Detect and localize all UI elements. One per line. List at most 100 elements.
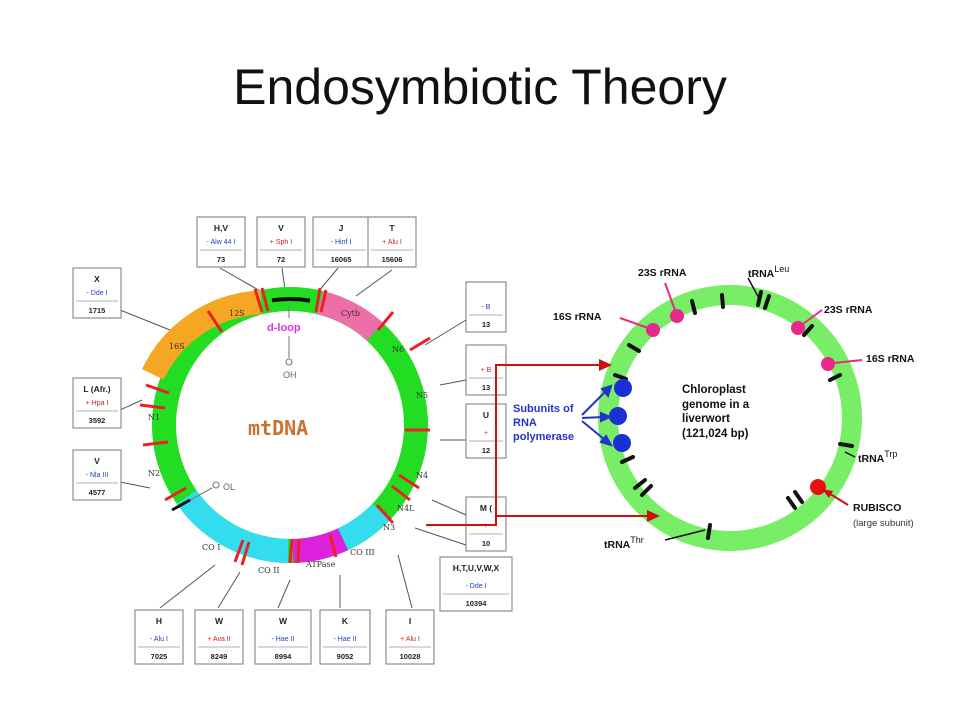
haplogroup-name: V <box>94 456 100 466</box>
slide-title: Endosymbiotic Theory <box>233 59 727 115</box>
ol-label: OL <box>223 482 235 492</box>
haplogroup-position: 73 <box>217 255 225 264</box>
trna-thr-leader <box>664 529 706 541</box>
haplogroup-box: H,V - Alw 44 I 73 <box>196 216 246 268</box>
haplogroup-name: H,V <box>214 223 229 233</box>
mtdna-cytb-segment <box>316 290 383 341</box>
haplogroup-enzyme: + <box>484 523 488 530</box>
polymerase-label: Subunits of RNA polymerase <box>513 403 574 443</box>
mtdna-seg-n4: N4 <box>416 471 428 480</box>
haplogroup-box: + B13 <box>465 344 507 396</box>
haplogroup-box-frame <box>439 556 513 612</box>
ol-leader <box>189 487 213 501</box>
haplogroup-name: W <box>215 616 224 626</box>
svg-text:(121,024 bp): (121,024 bp) <box>682 428 749 440</box>
svg-text:RNA: RNA <box>513 417 537 429</box>
haplogroup-position: 8249 <box>211 652 228 661</box>
rubisco-dot <box>810 479 826 495</box>
mtdna-seg-n1: N1 <box>148 413 160 422</box>
haplogroup-enzyme: + Hpa I <box>86 400 109 407</box>
haplogroup-name: H <box>156 616 162 626</box>
haplogroup-name: T <box>389 223 395 233</box>
haplogroup-name: L (Afr.) <box>83 384 110 394</box>
haplogroup-enzyme: + Alu I <box>382 239 402 246</box>
chloroplast-center-label: Chloroplast genome in a liverwort (121,0… <box>682 384 750 440</box>
haplogroup-box-frame <box>72 377 122 429</box>
mtdna-leader-lines <box>119 267 467 609</box>
mtdna-seg-cytb: Cytb <box>341 309 360 318</box>
haplogroup-position: 10394 <box>466 599 488 608</box>
haplogroup-box-frame <box>194 609 244 665</box>
chloroplast-gene-ticks <box>613 290 854 540</box>
haplogroup-enzyme: - Alw 44 I <box>207 239 236 246</box>
mtdna-seg-n5: N5 <box>416 391 428 400</box>
haplogroup-enzyme: - Hae II <box>334 636 357 643</box>
rubisco-sub-label: (large subunit) <box>853 518 914 529</box>
haplogroup-name: K <box>342 616 349 626</box>
haplogroup-enzyme: - Hinf I <box>331 239 352 246</box>
haplogroup-name: I <box>409 616 411 626</box>
haplogroup-enzyme: - Hae II <box>272 636 295 643</box>
svg-text:Subunits of: Subunits of <box>513 403 574 415</box>
haplogroup-name: J <box>339 223 344 233</box>
haplogroup-box-frame <box>72 267 122 319</box>
haplogroup-position: 3592 <box>89 416 106 425</box>
haplogroup-enzyme: + B <box>481 367 492 374</box>
mtdna-seg-16s: 16S <box>169 342 185 351</box>
trna-leu-label: tRNALeu <box>748 264 789 280</box>
rrna16-left-label: 16S rRNA <box>553 311 602 323</box>
dloop-label: d-loop <box>267 322 301 334</box>
haplogroup-position: 8994 <box>275 652 293 661</box>
haplogroup-position: 4577 <box>89 488 106 497</box>
haplogroup-box-frame <box>72 449 122 501</box>
ol-origin-icon <box>212 481 220 489</box>
haplogroup-position: 72 <box>277 255 285 264</box>
oh-label: OH <box>283 370 297 380</box>
polymerase-dots <box>609 379 632 452</box>
haplogroup-position: 9052 <box>337 652 354 661</box>
mtdna-co3-segment <box>337 503 390 551</box>
svg-text:genome in a: genome in a <box>682 399 750 411</box>
trna-trp-leader <box>844 451 856 458</box>
mtdna-map: 12S 16S Cytb N6 N5 N4 N4L N3 CO III ATPa… <box>72 216 513 665</box>
haplogroup-box-frame <box>196 216 246 268</box>
haplogroup-enzyme: - B <box>482 304 491 311</box>
trna-leu-leader <box>747 277 761 301</box>
arrowhead-upper-icon <box>599 359 612 371</box>
haplogroup-enzyme: + Sph I <box>270 239 292 246</box>
haplogroup-position: 10 <box>482 539 490 548</box>
haplogroup-box: W - Hae II 8994 <box>254 609 312 665</box>
mtdna-restriction-ticks <box>139 287 431 566</box>
mtdna-seg-n6: N6 <box>392 345 404 354</box>
mtdna-seg-n4l: N4L <box>397 504 415 513</box>
rrna23-top-label: 23S rRNA <box>638 267 687 279</box>
rubisco-label: RUBISCO <box>853 502 901 514</box>
haplogroup-box-frame <box>465 403 507 459</box>
rrna16-right-label: 16S rRNA <box>866 353 915 365</box>
chloroplast-labels: 23S rRNA tRNALeu 16S rRNA 23S rRNA 16S r… <box>553 264 915 551</box>
mtdna-atpase-segment <box>292 528 349 563</box>
haplogroup-position: 1715 <box>89 306 106 315</box>
mtdna-ol-tick <box>171 498 191 512</box>
oh-origin-icon <box>285 358 293 366</box>
chloroplast-map: 23S rRNA tRNALeu 16S rRNA 23S rRNA 16S r… <box>513 264 915 551</box>
trna-thr-label: tRNAThr <box>604 535 644 551</box>
haplogroup-box: K - Hae II 9052 <box>319 609 371 665</box>
haplogroup-box: - B13 <box>465 281 507 333</box>
mtdna-seg-12s: 12S <box>229 309 245 318</box>
haplogroup-enzyme: - Dde I <box>465 583 486 590</box>
chloroplast-ring <box>598 285 862 551</box>
haplogroup-name: M ( <box>480 503 492 513</box>
mtdna-seg-n2: N2 <box>148 469 160 478</box>
haplogroup-name: W <box>279 616 288 626</box>
rubisco-arrow <box>822 489 849 506</box>
haplogroup-enzyme: + <box>484 430 488 437</box>
